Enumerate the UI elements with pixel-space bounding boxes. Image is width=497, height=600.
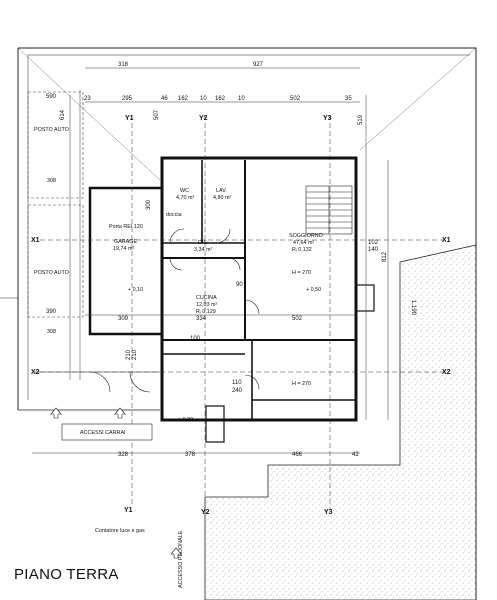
dimension-label: 210 xyxy=(132,349,138,360)
dimension-label: 812 xyxy=(382,251,388,262)
room-garage-name: GARAGE xyxy=(114,239,137,245)
misc-labels: ACCESSI CARRAI Contatore luce e gas ACCE… xyxy=(61,287,321,588)
dimension-label: 308 xyxy=(47,329,56,335)
dimension-label: 309 xyxy=(118,316,129,322)
dimension-label: 35 xyxy=(345,96,352,102)
dimension-label: 102 xyxy=(368,240,379,246)
dimension-lines xyxy=(32,67,389,454)
dimension-label: 23 xyxy=(84,96,91,102)
dimension-label: 295 xyxy=(122,96,133,102)
axis-x1-left: X1 xyxy=(31,237,40,244)
room-soggiorno-area: 47,64 m² xyxy=(293,240,314,246)
dimension-label: 502 xyxy=(290,96,301,102)
dimension-label: 519 xyxy=(358,114,364,125)
dimension-label: 210 xyxy=(126,349,132,360)
parking-areas xyxy=(27,91,84,318)
dimension-label: 334 xyxy=(196,316,207,322)
accessi-carrai: ACCESSI CARRAI xyxy=(80,430,126,436)
doors xyxy=(35,228,260,393)
dimension-label: 614 xyxy=(60,109,66,120)
dimension-label: 927 xyxy=(253,62,264,68)
room-lav-area: 4,80 m² xyxy=(213,195,231,201)
axis-y2-bottom: Y2 xyxy=(201,509,210,516)
axis-y3-bottom: Y3 xyxy=(324,509,333,516)
dimension-label: 308 xyxy=(47,178,56,184)
garden-area xyxy=(204,244,477,600)
dimension-label: 502 xyxy=(292,316,303,322)
dimension-label: 390 xyxy=(46,309,57,315)
room-dis-name: DIS. xyxy=(198,240,208,246)
axis-x2-right: X2 xyxy=(442,369,451,376)
axis-y3-top: Y3 xyxy=(323,115,332,122)
posto-auto-top: POSTO AUTO xyxy=(34,127,69,133)
room-wc-name: WC xyxy=(180,188,189,194)
level-080: + 0,80 xyxy=(178,417,193,423)
room-cucina-ri: Rᵢ 0,129 xyxy=(196,309,216,315)
axis-x1-right: X1 xyxy=(442,237,451,244)
room-wc-area: 4,70 m² xyxy=(176,195,194,201)
dimension-label: 140 xyxy=(368,247,379,253)
room-lav-name: LAV. xyxy=(216,188,227,194)
axis-y1-top: Y1 xyxy=(125,115,134,122)
room-cucina-area: 12,03 m² xyxy=(196,302,217,308)
plan-title: PIANO TERRA xyxy=(14,566,119,583)
accessi-carrai-box xyxy=(61,423,153,441)
section-lines xyxy=(40,115,446,515)
room-doccia: doccia xyxy=(166,212,182,218)
dimension-label: 1.190 xyxy=(410,300,416,316)
dimension-label: 466 xyxy=(292,452,303,458)
dimension-label: 10 xyxy=(200,96,207,102)
level-010: + 0,10 xyxy=(128,287,143,293)
dimension-label: 318 xyxy=(118,62,129,68)
room-garage-area: 19,74 m² xyxy=(113,246,134,252)
room-labels: WC 4,70 m² LAV. 4,80 m² doccia Porta REI… xyxy=(34,127,323,387)
access-arrows xyxy=(50,407,182,559)
room-soggiorno-ri: Rᵢ 0,132 xyxy=(292,247,312,253)
building-walls xyxy=(88,156,375,443)
room-cucina-name: CUCINA xyxy=(196,295,217,301)
dimension-label: 300 xyxy=(146,199,152,210)
section-markers: Y1 Y2 Y3 Y1 Y2 Y3 X1 X1 X2 X2 xyxy=(31,115,451,516)
contatore-label: Contatore luce e gas xyxy=(95,528,145,534)
room-dis-area: 3,34 m² xyxy=(194,247,212,253)
axis-x2-left: X2 xyxy=(31,369,40,376)
dimension-label: 10 xyxy=(238,96,245,102)
dimension-label: 110 xyxy=(232,380,242,386)
dimension-label: 378 xyxy=(185,452,196,458)
accesso-pedonale: ACCESSO PEDONALE xyxy=(178,530,184,588)
dimension-label: 42 xyxy=(352,452,359,458)
dimension-label: 507 xyxy=(154,109,160,120)
room-garage-note: Porta REI 120 xyxy=(109,224,143,230)
staircase xyxy=(305,185,353,235)
axis-y2-top: Y2 xyxy=(199,115,208,122)
dimension-label: 162 xyxy=(178,96,189,102)
room-soggiorno-h: H = 270 xyxy=(292,270,311,276)
diagonal-guide-1 xyxy=(17,47,161,181)
posto-auto-bottom: POSTO AUTO xyxy=(34,270,69,276)
dimension-label: 162 xyxy=(215,96,226,102)
level-050: + 0,50 xyxy=(306,287,321,293)
dimension-labels: 318 927 23 295 46 162 10 162 10 502 35 6… xyxy=(46,62,416,458)
dimension-label: 240 xyxy=(232,388,243,394)
dimension-label: 328 xyxy=(118,452,129,458)
dimension-label: 590 xyxy=(46,94,57,100)
dimension-label: 46 xyxy=(161,96,168,102)
dimension-label: 90 xyxy=(236,282,243,288)
axis-y1-bottom: Y1 xyxy=(124,507,133,514)
dimension-label: 100 xyxy=(190,336,201,342)
room-soggiorno-name: SOGGIORNO xyxy=(289,233,323,239)
diagonal-guide-2 xyxy=(359,47,477,151)
room-bottom-h: H = 270 xyxy=(292,381,311,387)
